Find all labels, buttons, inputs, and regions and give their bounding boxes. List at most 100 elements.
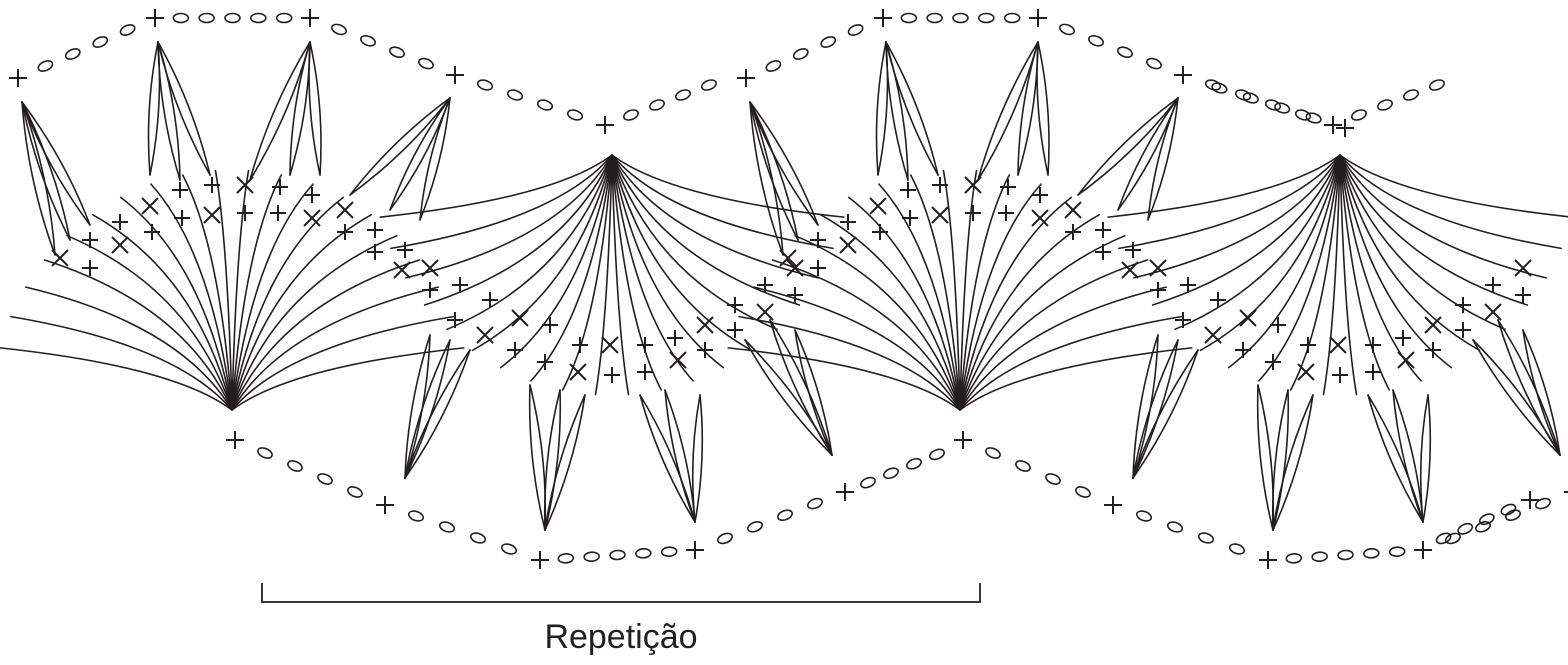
stitch-line bbox=[1367, 394, 1424, 523]
single-crochet-symbol bbox=[1032, 187, 1048, 203]
stitch-line bbox=[1322, 154, 1341, 396]
stitch-line bbox=[21, 101, 91, 226]
stitch-line bbox=[231, 213, 373, 411]
chain-stitch-symbol bbox=[1146, 57, 1162, 70]
stitch-line bbox=[214, 169, 233, 411]
chain-stitch-symbol bbox=[1457, 522, 1474, 535]
stitch-line bbox=[1271, 389, 1289, 531]
stitch-line bbox=[1272, 394, 1314, 531]
stitch-line bbox=[959, 174, 1011, 411]
single-crochet-symbol bbox=[146, 9, 164, 27]
single-crochet-symbol bbox=[872, 224, 888, 240]
chain-stitch-symbol bbox=[1059, 23, 1075, 36]
single-crochet-symbol bbox=[272, 179, 288, 195]
stitch-line bbox=[1017, 41, 1039, 176]
single-crochet-symbol bbox=[337, 224, 353, 240]
stitch-line bbox=[404, 334, 431, 479]
stitch-line bbox=[1339, 154, 1547, 279]
single-crochet-symbol bbox=[1150, 282, 1166, 298]
single-crochet-symbol bbox=[393, 261, 411, 279]
single-crochet-symbol bbox=[596, 116, 614, 134]
single-crochet-symbol bbox=[376, 496, 394, 514]
stitch-line bbox=[43, 259, 233, 411]
stitch-line bbox=[249, 41, 311, 181]
single-crochet-symbol bbox=[1180, 277, 1196, 293]
single-crochet-symbol bbox=[569, 363, 587, 381]
stitch-line bbox=[1132, 334, 1159, 479]
single-crochet-symbol bbox=[601, 336, 619, 354]
single-crochet-symbol bbox=[172, 182, 188, 198]
single-crochet-symbol bbox=[737, 69, 755, 87]
chain-stitch-symbol bbox=[476, 79, 494, 91]
stitch-line bbox=[639, 394, 696, 523]
single-crochet-symbol bbox=[836, 483, 854, 501]
stitch-line bbox=[404, 334, 431, 479]
single-crochet-symbol bbox=[1336, 119, 1354, 137]
fan-layer bbox=[0, 41, 1568, 531]
single-crochet-symbol bbox=[964, 176, 982, 194]
chain-stitch-symbol bbox=[929, 448, 945, 461]
stitch-line bbox=[694, 394, 704, 523]
chain-stitch-symbol bbox=[820, 36, 837, 48]
single-crochet-symbol bbox=[757, 277, 773, 293]
single-crochet-symbol bbox=[236, 176, 254, 194]
chain-stitch-symbol bbox=[250, 12, 267, 24]
chain-stitch-symbol bbox=[438, 521, 456, 533]
single-crochet-symbol bbox=[810, 232, 826, 248]
single-crochet-symbol bbox=[727, 297, 743, 313]
chain-stitch-symbol bbox=[1003, 12, 1021, 24]
stitch-line bbox=[91, 213, 233, 411]
chain-layer bbox=[37, 12, 1551, 564]
stitch-line bbox=[1422, 394, 1432, 523]
single-crochet-symbol bbox=[1324, 116, 1342, 134]
stitch-line bbox=[1132, 339, 1179, 479]
chain-stitch-symbol bbox=[649, 99, 665, 111]
stitch-line bbox=[1392, 389, 1424, 523]
single-crochet-symbol bbox=[1029, 9, 1047, 27]
stitch-line bbox=[738, 315, 961, 411]
chain-stitch-symbol bbox=[906, 457, 922, 470]
single-crochet-symbol bbox=[604, 367, 620, 383]
single-crochet-symbol bbox=[727, 322, 743, 338]
stitch-line bbox=[749, 101, 819, 226]
single-crochet-symbol bbox=[336, 201, 354, 219]
stitch-line bbox=[231, 234, 398, 411]
chain-stitch-symbol bbox=[389, 46, 405, 59]
chain-stitch-symbol bbox=[1475, 521, 1491, 533]
single-crochet-symbol bbox=[204, 177, 220, 193]
single-crochet-symbol bbox=[446, 66, 464, 84]
stitch-line bbox=[744, 339, 833, 456]
stitch-line bbox=[1339, 154, 1562, 250]
chain-stitch-symbol bbox=[119, 24, 136, 36]
single-crochet-symbol bbox=[1484, 303, 1502, 321]
single-crochet-symbol bbox=[1149, 259, 1167, 277]
single-crochet-symbol bbox=[667, 330, 683, 346]
stitch-line bbox=[349, 97, 451, 196]
chain-stitch-symbol bbox=[765, 60, 782, 72]
stitch-line bbox=[1272, 389, 1290, 531]
single-crochet-symbol bbox=[303, 209, 321, 227]
chain-stitch-symbol bbox=[623, 109, 639, 121]
stitch-line bbox=[561, 154, 613, 391]
single-crochet-symbol bbox=[1455, 322, 1471, 338]
stitch-line bbox=[1367, 394, 1424, 523]
chain-stitch-symbol bbox=[360, 34, 376, 47]
chain-stitch-symbol bbox=[331, 23, 347, 36]
stitch-line bbox=[749, 101, 799, 241]
chain-stitch-symbol bbox=[807, 497, 823, 510]
single-crochet-symbol bbox=[998, 205, 1014, 221]
single-crochet-symbol bbox=[840, 214, 856, 230]
chain-stitch-symbol bbox=[275, 12, 293, 24]
single-crochet-symbol bbox=[1395, 330, 1411, 346]
stitch-line bbox=[423, 154, 613, 306]
stitch-line bbox=[819, 213, 961, 411]
stitch-line bbox=[664, 389, 696, 523]
single-crochet-symbol bbox=[1104, 496, 1122, 514]
stitch-line bbox=[942, 169, 961, 411]
stitch-line bbox=[1107, 154, 1341, 218]
chain-stitch-symbol bbox=[1075, 486, 1091, 498]
stitch-line bbox=[1522, 329, 1561, 456]
single-crochet-symbol bbox=[1455, 297, 1471, 313]
stitch-line bbox=[749, 101, 784, 256]
repeat-label: Repetição bbox=[544, 618, 698, 656]
